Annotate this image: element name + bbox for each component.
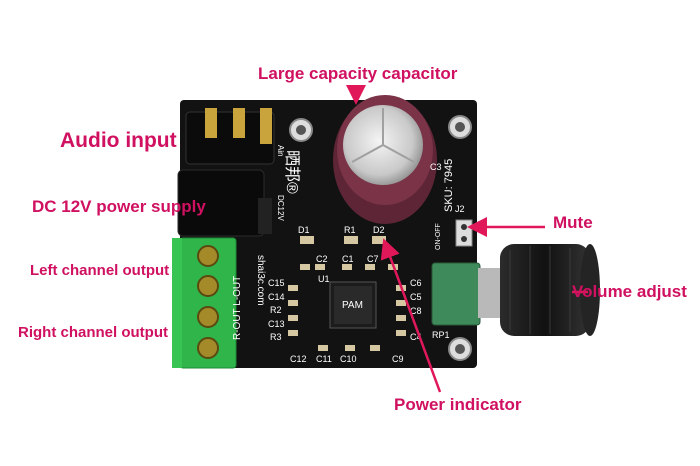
board-c10: C10 bbox=[340, 354, 357, 364]
board-d1: D1 bbox=[298, 225, 310, 235]
board-c12: C12 bbox=[290, 354, 307, 364]
board-c5: C5 bbox=[410, 292, 422, 302]
board-j2: J2 bbox=[455, 204, 465, 214]
label-large-capacitor: Large capacity capacitor bbox=[258, 64, 458, 83]
large-capacitor bbox=[333, 95, 437, 224]
label-dc-power: DC 12V power supply bbox=[32, 197, 206, 216]
board-c6: C6 bbox=[410, 278, 422, 288]
board-r1: R1 bbox=[344, 225, 356, 235]
board-c15: C15 bbox=[268, 278, 285, 288]
board-brand: 晒邦® bbox=[283, 150, 301, 194]
board-dc12v: DC12V bbox=[276, 195, 285, 221]
board-ain: Ain bbox=[276, 145, 285, 157]
mute-jumper bbox=[455, 219, 473, 247]
board-c13: C13 bbox=[268, 319, 285, 329]
potentiometer bbox=[431, 262, 504, 326]
label-mute: Mute bbox=[553, 213, 593, 232]
mounting-holes bbox=[289, 115, 472, 361]
arrow-power-indicator bbox=[380, 238, 442, 393]
label-volume-adjust: Volume adjust bbox=[572, 282, 687, 301]
board-c3: C3 bbox=[430, 162, 442, 172]
amplifier-chip bbox=[329, 281, 377, 329]
board-c11: C11 bbox=[316, 354, 332, 364]
board-r3: R3 bbox=[270, 332, 282, 342]
volume-knob bbox=[500, 244, 600, 336]
board-c1: C1 bbox=[342, 254, 354, 264]
label-right-channel: Right channel output bbox=[18, 324, 168, 341]
label-left-channel: Left channel output bbox=[30, 262, 170, 279]
board-on-off: ON-OFF bbox=[435, 223, 442, 250]
audio-jack bbox=[185, 108, 275, 165]
board-c7: C7 bbox=[367, 254, 379, 264]
dc-power-jack bbox=[177, 169, 272, 237]
board-c8: C8 bbox=[410, 306, 422, 316]
label-power-indicator: Power indicator bbox=[394, 395, 522, 414]
board-c4: C4 bbox=[410, 332, 422, 342]
board-chip: PAM bbox=[342, 300, 363, 311]
board-c9: C9 bbox=[392, 354, 404, 364]
board-d2: D2 bbox=[373, 225, 385, 235]
screw-terminal-block bbox=[172, 237, 237, 369]
board-website: shai3c.com bbox=[255, 255, 266, 306]
board-out-labels: R-OUT L-OUT bbox=[232, 276, 243, 340]
label-audio-input: Audio input bbox=[60, 129, 177, 152]
board-u1: U1 bbox=[318, 274, 330, 284]
board-sku: SKU: 7945 bbox=[443, 159, 455, 212]
board-c2: C2 bbox=[316, 254, 328, 264]
board-rp1: RP1 bbox=[432, 330, 450, 340]
board-c14: C14 bbox=[268, 292, 285, 302]
board-r2: R2 bbox=[270, 305, 282, 315]
